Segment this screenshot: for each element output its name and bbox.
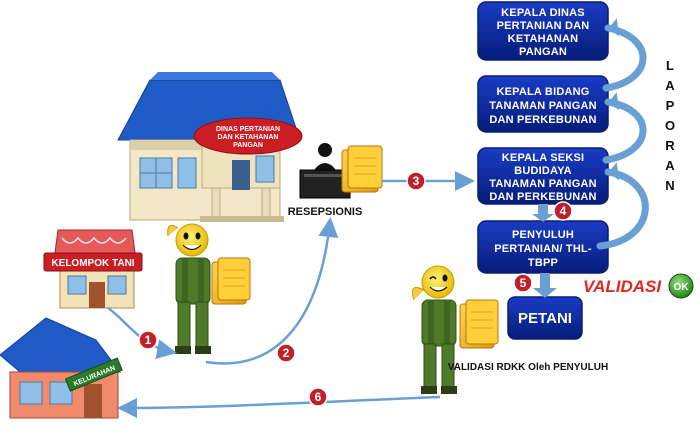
laporan-letter-5: R (665, 138, 675, 153)
laporan-label: L A P O R A N (665, 58, 675, 193)
laporan-letter-2: A (665, 78, 675, 93)
box-kepala-dinas: KEPALA DINAS PERTANIAN DAN KETAHANAN PAN… (477, 1, 609, 61)
resepsionis-folder-icon (341, 145, 383, 193)
box-kepala-bidang: KEPALA BIDANG TANAMAN PANGAN DAN PERKEBU… (477, 75, 609, 133)
farmer-1-illustration (167, 223, 251, 354)
validasi-rdkk-label: VALIDASI RDKK Oleh PENYULUH (448, 362, 608, 373)
step-number-6: 6 (315, 390, 322, 404)
kelompok-tani-illustration: KELOMPOK TANI (43, 229, 143, 309)
box-kepala-dinas-line-2: PERTANIAN DAN (497, 20, 590, 32)
report-arrow-seksi-to-bidang (602, 98, 647, 164)
laporan-letter-3: P (666, 98, 675, 113)
box-penyuluh-line-3: TBPP (528, 257, 558, 269)
laporan-letter-7: N (665, 178, 674, 193)
step-badge-6: 6 (308, 387, 328, 407)
step-number-1: 1 (145, 333, 152, 347)
laporan-letter-1: L (666, 58, 674, 73)
arrow-penyuluh-to-petani (533, 273, 557, 298)
box-kepala-dinas-line-4: PANGAN (519, 46, 567, 58)
box-kepala-seksi: KEPALA SEKSI BUDIDAYA TANAMAN PANGAN DAN… (477, 147, 609, 205)
box-petani: PETANI (507, 296, 583, 340)
kelurahan-illustration: KELURAHAN (0, 317, 123, 419)
box-kepala-bidang-line-2: TANAMAN PANGAN (489, 100, 597, 112)
step-badge-5: 5 (513, 273, 533, 293)
validasi-ok-badge: VALIDASI OK (583, 273, 694, 299)
step-badge-4: 4 (553, 201, 573, 221)
farmer-2-illustration (411, 265, 499, 394)
box-petani-label: PETANI (518, 310, 572, 327)
step-badge-1: 1 (138, 330, 158, 350)
laporan-letter-6: A (665, 158, 675, 173)
report-arrow-penyuluh-to-seksi (596, 168, 649, 250)
box-kepala-dinas-line-1: KEPALA DINAS (501, 7, 585, 19)
box-kepala-bidang-line-3: DAN PERKEBUNAN (489, 114, 596, 126)
box-penyuluh-line-2: PERTANIAN/ THL- (494, 243, 592, 255)
arrow-step-6 (117, 395, 441, 418)
validasi-label: VALIDASI (583, 277, 662, 296)
resepsionis-label: RESEPSIONIS (288, 206, 363, 218)
box-kepala-seksi-line-3: TANAMAN PANGAN (489, 178, 597, 190)
resepsionis-illustration: RESEPSIONIS (288, 143, 383, 218)
step-number-2: 2 (283, 346, 290, 360)
step-badge-2: 2 (276, 343, 296, 363)
dinas-sign-line-1: DINAS PERTANIAN (216, 126, 280, 133)
box-penyuluh: PENYULUH PERTANIAN/ THL- TBPP (477, 220, 609, 274)
kelompok-tani-sign (43, 252, 143, 272)
farmer-1-folder-icon (211, 257, 251, 305)
step-number-3: 3 (413, 174, 420, 188)
step-number-5: 5 (520, 276, 527, 290)
box-kepala-seksi-line-1: KEPALA SEKSI (502, 152, 584, 164)
arrow-step-2 (205, 217, 339, 365)
report-arrow-bidang-to-dinas (602, 24, 647, 92)
step-number-4: 4 (560, 204, 567, 218)
step-badge-3: 3 (406, 171, 426, 191)
box-kepala-seksi-line-2: BUDIDAYA (514, 165, 572, 177)
arrow-step-1 (107, 306, 177, 360)
ok-label: OK (674, 282, 690, 293)
kelompok-tani-label: KELOMPOK TANI (51, 258, 134, 269)
box-penyuluh-line-1: PENYULUH (512, 229, 574, 241)
laporan-letter-4: O (665, 118, 675, 133)
farmer-2-folder-icon (459, 299, 499, 349)
dinas-building-illustration: DINAS PERTANIAN DAN KETAHANAN PANGAN (117, 72, 303, 222)
arrow-seksi-to-penyuluh (532, 204, 554, 222)
dinas-sign-line-3: PANGAN (233, 142, 263, 149)
box-kepala-seksi-line-4: DAN PERKEBUNAN (489, 191, 596, 203)
box-kepala-dinas-line-3: KETAHANAN (508, 33, 579, 45)
ok-check-icon (668, 273, 694, 299)
dinas-sign-oval (193, 117, 303, 155)
box-kepala-bidang-line-1: KEPALA BIDANG (496, 86, 589, 98)
dinas-sign-line-2: DAN KETAHANAN (218, 134, 279, 141)
